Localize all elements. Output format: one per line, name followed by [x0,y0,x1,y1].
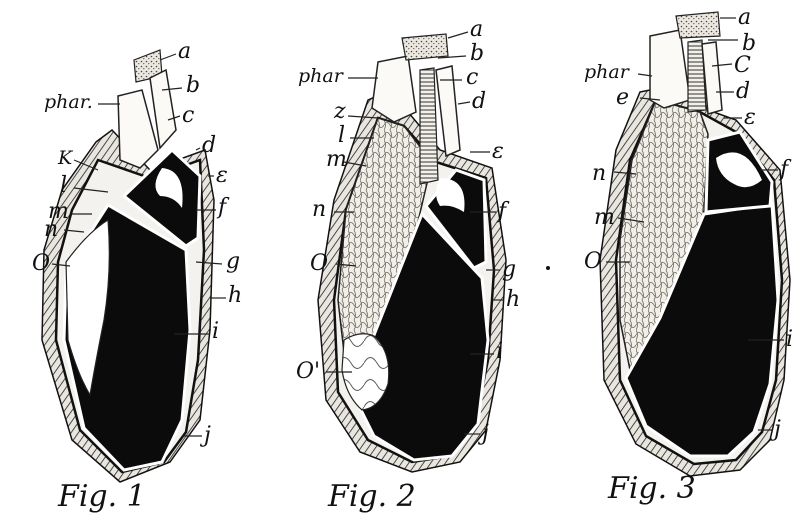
fig3-caption: Fig. 3 [607,471,696,506]
fig2-label: c [466,65,478,90]
fig3-label: a [738,5,751,30]
fig2-label: phar [298,65,345,87]
fig3-label: m [594,205,615,230]
fig2-label: a [470,17,483,42]
fig3-label: C [734,53,751,78]
figure-1: a b phar. c d K l ε m f n g O h i j Fig.… [32,39,242,514]
fig1-label: h [228,283,242,308]
fig1-pharynx [118,90,158,168]
fig2-top-cap [402,34,448,60]
fig1-label: g [226,249,240,274]
fig2-label: O [310,251,328,276]
figure-3: a b phar C e d ε n f m O i j Fig. 3 [584,5,793,506]
fig2-tube [420,68,438,184]
fig1-label: ε [216,163,228,188]
fig2-label: ε [492,139,504,164]
fig1-label: K [57,147,74,169]
fig3-label: i [786,327,793,352]
fig3-label: O [584,249,602,274]
fig3-pharynx [650,30,690,108]
fig1-label: c [182,103,194,128]
fig2-label: O' [296,359,320,384]
fig3-label: f [778,157,792,182]
fig1-label: n [44,217,58,242]
fig2-label: f [496,199,510,224]
fig3-label: phar [584,61,631,83]
fig2-label: i [496,339,503,364]
fig3-label: e [616,85,629,110]
fig1-label: a [178,39,191,64]
fig2-label: l [338,123,345,148]
fig1-label: b [186,73,200,98]
fig3-top-cap [676,12,720,38]
fig3-label: d [736,79,750,104]
fig2-label: g [502,257,516,282]
fig2-pharynx [372,56,416,122]
separator-dot [546,266,550,270]
fig2-label: d [472,89,486,114]
figure-2: a b phar c d z l ε m f n O g h i O' j Fi… [296,17,550,514]
fig1-label: i [212,319,219,344]
fig2-label: n [312,197,326,222]
fig1-label: O [32,251,50,276]
fig2-label: z [333,99,346,124]
fig1-caption: Fig. 1 [57,479,146,514]
fig1-label: l [60,173,67,198]
fig2-label: b [470,41,484,66]
fig3-label: n [592,161,606,186]
fig2-label: m [326,147,347,172]
fig1-label: phar. [44,91,93,113]
fig3-label: ε [744,105,756,130]
fig2-label: h [506,287,520,312]
fig1-label: f [216,195,230,220]
fig2-caption: Fig. 2 [327,479,416,514]
fig1-label: d [202,133,216,158]
